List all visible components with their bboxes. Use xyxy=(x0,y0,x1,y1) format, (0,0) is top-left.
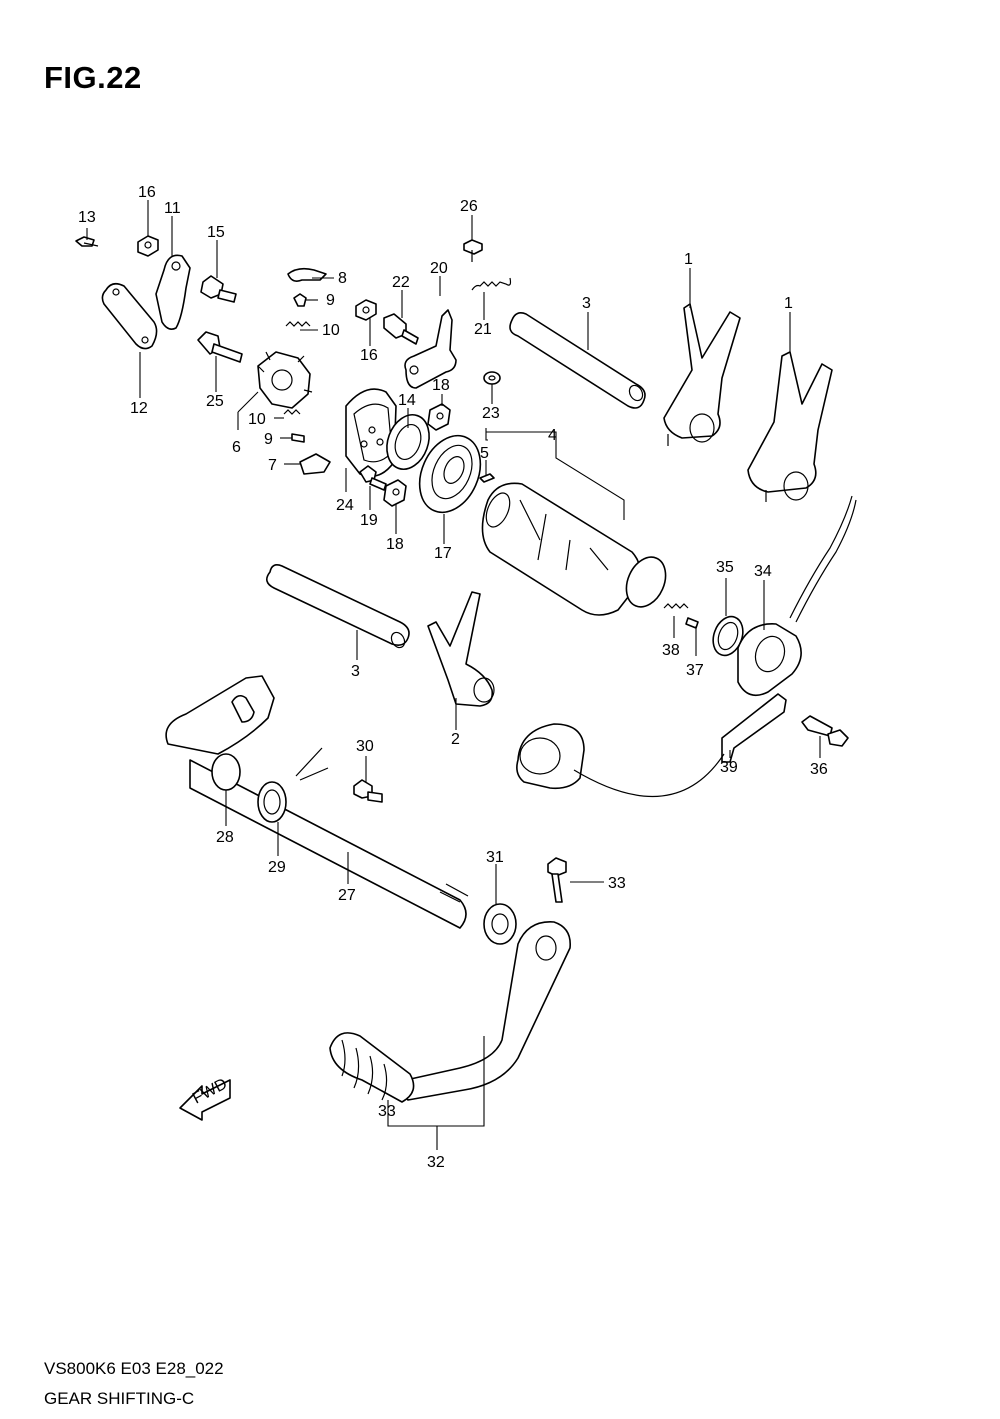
callout-8: 8 xyxy=(338,270,347,287)
part-3-fork-shaft-lower xyxy=(266,564,410,649)
callout-22: 22 xyxy=(392,274,410,291)
part-9-pin-lower xyxy=(291,433,305,443)
callout-11: 11 xyxy=(164,200,181,217)
callout-16: 16 xyxy=(138,184,156,201)
part-12-stopper-plate xyxy=(101,282,158,350)
callout-39: 38 xyxy=(662,642,680,659)
part-13-screw xyxy=(75,236,99,247)
callout-20: 20 xyxy=(430,260,448,277)
part-28-bushing xyxy=(211,753,241,791)
callout-3-upper: 3 xyxy=(582,295,591,312)
part-8-cam-guide xyxy=(287,267,327,282)
part-37-bolt xyxy=(801,715,849,747)
callout-38: 37 xyxy=(686,662,704,679)
callout-35: 34 xyxy=(754,563,772,580)
callout-15: 15 xyxy=(207,224,225,241)
part-1-shift-fork-a xyxy=(663,303,741,446)
part-27-gearshift-shaft-with-plate xyxy=(165,675,469,929)
callout-14: 14 xyxy=(398,392,416,409)
part-16-nut-center xyxy=(355,299,377,321)
part-11-stopper-arm xyxy=(155,254,191,330)
part-5-pin xyxy=(479,473,495,483)
callout-10: 10 xyxy=(322,322,340,339)
part-9-pin xyxy=(293,293,307,307)
part-19-screw xyxy=(359,465,387,491)
part-21-spring xyxy=(471,277,512,291)
part-16-nut xyxy=(137,235,159,257)
callout-17: 17 xyxy=(434,545,452,562)
callout-10-lower: 10 xyxy=(248,411,266,428)
callout-9: 9 xyxy=(326,292,335,309)
callout-21: 21 xyxy=(474,321,492,338)
callout-18-upper: 18 xyxy=(432,377,450,394)
callout-23: 23 xyxy=(482,405,500,422)
part-40-cable-clamp-and-switch xyxy=(516,693,787,798)
part-7-pawl xyxy=(299,453,331,475)
callout-2: 2 xyxy=(451,731,460,748)
callout-25: 25 xyxy=(206,393,224,410)
figure-title: FIG.22 xyxy=(44,60,142,95)
part-6-gearshift-cam-driven-gear xyxy=(257,351,313,409)
part-36-o-ring xyxy=(712,615,744,657)
part-17-bearing xyxy=(418,434,482,514)
callout-1-a: 1 xyxy=(684,251,693,268)
part-1-shift-fork-b xyxy=(747,351,833,502)
callout-9-lower: 9 xyxy=(264,431,273,448)
callout-labels: 13 16 11 15 12 25 8 9 10 16 22 20 21 26 … xyxy=(78,184,828,1171)
callout-37: 36 xyxy=(810,761,828,778)
callout-16-center: 16 xyxy=(360,347,378,364)
part-18-plate-lower xyxy=(383,479,407,507)
part-39-spring xyxy=(663,603,689,609)
part-10-spring xyxy=(285,321,311,327)
part-23-washer xyxy=(483,371,501,385)
callout-40: 39 xyxy=(720,759,738,776)
callout-26: 26 xyxy=(460,198,478,215)
model-code: VS800K6 E03 E28_022 xyxy=(44,1359,224,1378)
callout-36: 35 xyxy=(716,559,734,576)
callout-27: 27 xyxy=(338,887,356,904)
callout-28: 28 xyxy=(216,829,234,846)
fwd-arrow-icon: FWD xyxy=(179,1075,231,1121)
part-30-screw xyxy=(353,779,383,803)
part-31-oil-seal xyxy=(483,903,517,945)
callout-31: 31 xyxy=(486,849,504,866)
part-24-cam-stopper-plate xyxy=(345,388,397,478)
callout-4: 4 xyxy=(548,427,557,444)
part-2-shift-fork-c xyxy=(427,591,495,707)
leader-lines xyxy=(86,200,821,1150)
part-32-gearshift-lever xyxy=(401,921,571,1101)
part-15-bolt xyxy=(200,275,237,303)
callout-34: 33 xyxy=(608,875,626,892)
callout-1-b: 1 xyxy=(784,295,793,312)
callout-32: 32 xyxy=(427,1154,445,1171)
part-20-stopper-lever xyxy=(404,309,457,389)
part-18-plate-upper xyxy=(427,403,451,431)
part-29-return-spring xyxy=(257,747,329,823)
callout-6: 6 xyxy=(232,439,241,456)
part-14-oil-seal xyxy=(386,414,430,470)
callout-5: 5 xyxy=(480,445,489,462)
callout-29: 29 xyxy=(268,859,286,876)
part-26-bolt xyxy=(463,239,483,262)
callout-18-lower: 18 xyxy=(386,536,404,553)
part-25-shaft xyxy=(197,331,243,363)
callout-33: 33 xyxy=(378,1103,396,1120)
part-10-spring-lower xyxy=(283,409,301,415)
part-22-bolt xyxy=(383,313,419,345)
callout-7: 7 xyxy=(268,457,277,474)
part-35-gear-position-switch xyxy=(737,495,857,697)
part-34-bolt xyxy=(547,857,567,903)
part-3-fork-shaft-upper xyxy=(509,312,646,409)
part-33-footrest-rubber xyxy=(329,1032,415,1103)
callout-12: 12 xyxy=(130,400,148,417)
callout-3-lower: 3 xyxy=(351,663,360,680)
callout-13: 13 xyxy=(78,209,96,226)
part-4-gearshift-cam xyxy=(481,482,667,616)
callout-19: 19 xyxy=(360,512,378,529)
callout-30: 30 xyxy=(356,738,374,755)
callout-24: 24 xyxy=(336,497,354,514)
diagram-name: GEAR SHIFTING-C xyxy=(44,1389,195,1408)
